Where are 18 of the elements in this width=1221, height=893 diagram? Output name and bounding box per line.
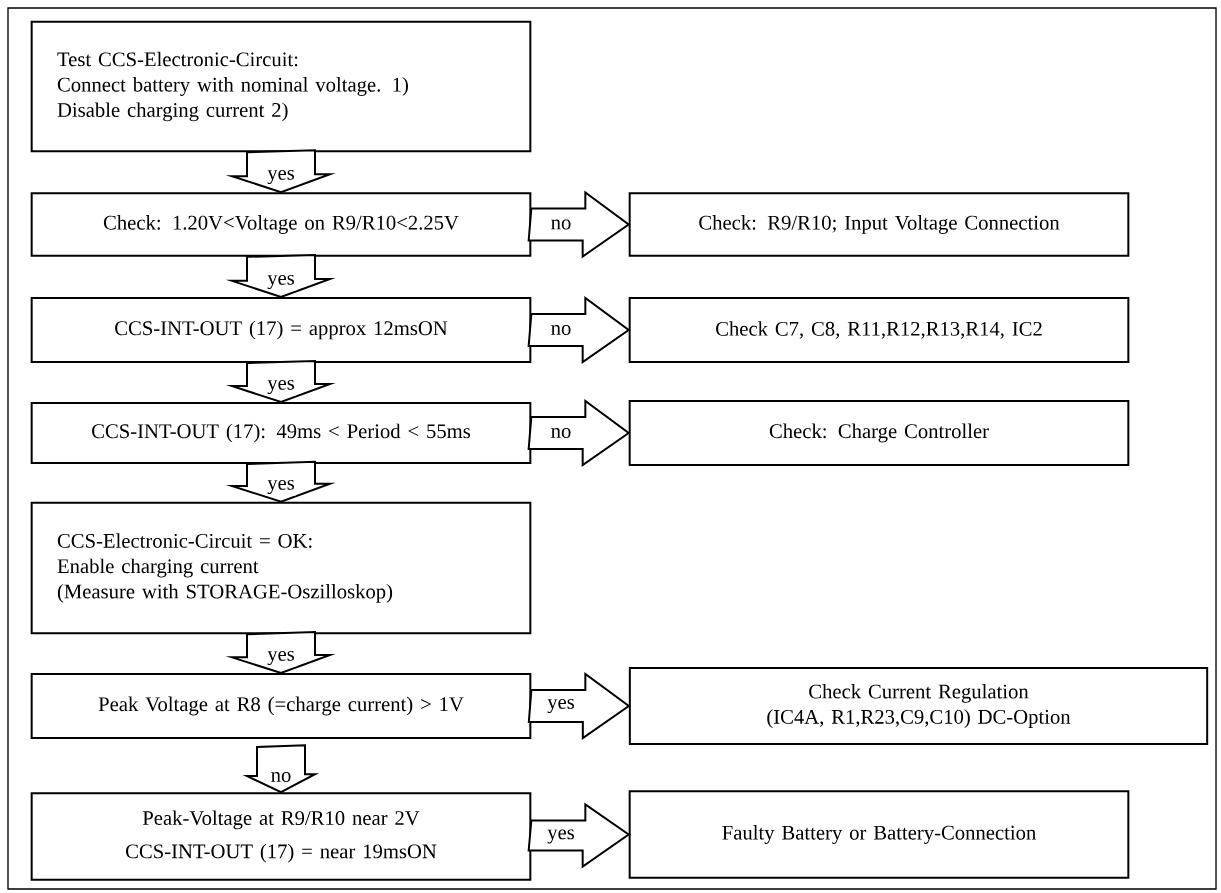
block-arrow xyxy=(242,744,320,794)
block-arrow xyxy=(527,190,631,259)
step-box: Faulty Battery or Battery-Connection xyxy=(628,790,1130,879)
step-box: Check: Charge Controller xyxy=(628,400,1130,466)
step-box: Peak Voltage at R8 (=charge current) > 1V xyxy=(30,673,532,739)
step-box: Check C7, C8, R11,R12,R13,R14, IC2 xyxy=(628,297,1130,363)
step-box: CCS-INT-OUT (17): 49ms < Period < 55ms xyxy=(30,402,532,464)
block-arrow xyxy=(527,399,631,467)
edge-label: no xyxy=(549,218,573,231)
step-box: CCS-INT-OUT (17) = approx 12msON xyxy=(30,297,532,363)
step-box: Test CCS-Electronic-Circuit: Connect battery with nominal voltage. 1) Disable charging current 2) xyxy=(30,20,532,153)
step-box: CCS-Electronic-Circuit = OK: Enable charging current (Measure with STORAGE-Oszilloskop) xyxy=(30,501,532,635)
step-box: Check Current Regulation (IC4A, R1,R23,C9,C10) DC-Option xyxy=(628,667,1209,745)
block-arrow xyxy=(527,296,631,364)
step-box: Peak-Voltage at R9/R10 near 2V CCS-INT-OUT (17) = near 19msON xyxy=(30,792,532,881)
edge-label: yes xyxy=(545,828,577,845)
step-box: Check: 1.20V<Voltage on R9/R10<2.25V xyxy=(30,192,532,257)
step-box: Check: R9/R10; Input Voltage Connection xyxy=(628,192,1130,257)
